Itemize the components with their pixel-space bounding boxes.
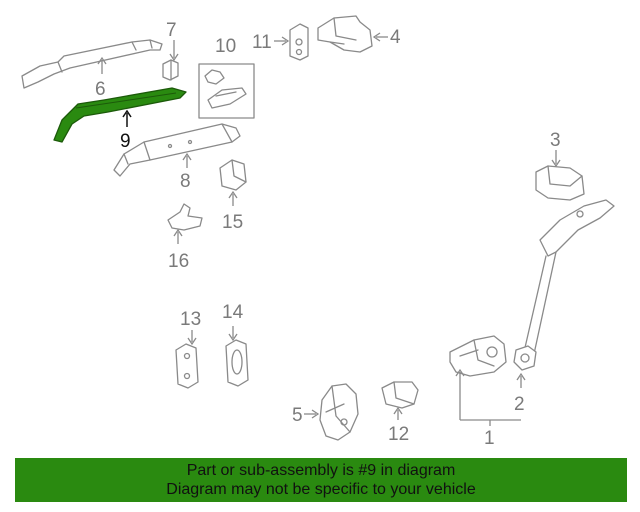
part-16-bracket (167, 203, 203, 244)
callout-12: 12 (388, 424, 409, 445)
part-6-rail (21, 39, 163, 89)
part-14-plate (225, 326, 249, 387)
part-1-motor (449, 335, 521, 426)
banner-line-2: Diagram may not be specific to your vehi… (166, 481, 476, 498)
info-banner: Part or sub-assembly is #9 in diagram Di… (15, 458, 627, 502)
part-3-hinge (535, 150, 585, 201)
parts-diagram: 6 7 9 10 11 4 (21, 15, 615, 449)
callout-11: 11 (252, 32, 272, 53)
callout-8: 8 (180, 171, 191, 192)
callout-7: 7 (166, 20, 177, 41)
banner-line-1: Part or sub-assembly is #9 in diagram (186, 462, 456, 479)
part-7-block (162, 40, 179, 81)
callout-15: 15 (222, 212, 243, 233)
callout-16: 16 (168, 251, 189, 272)
callout-6: 6 (95, 79, 106, 100)
part-12-striker (381, 381, 419, 420)
callout-13: 13 (180, 309, 201, 330)
part-2-door-check (513, 199, 615, 388)
callout-10: 10 (215, 36, 236, 57)
callout-2: 2 (514, 394, 525, 415)
part-10-clip-kit (198, 63, 255, 119)
callout-14: 14 (222, 302, 244, 323)
callout-3: 3 (550, 130, 561, 151)
part-8-rail (113, 123, 241, 177)
part-4-bracket (317, 15, 388, 53)
callout-1: 1 (484, 428, 495, 449)
callout-5: 5 (292, 405, 303, 426)
part-5-latch (304, 383, 359, 441)
part-11-bracket (274, 23, 309, 61)
part-15-bracket (219, 159, 247, 206)
part-13-plate (175, 330, 199, 389)
part-9-rail-highlighted (53, 87, 187, 143)
callout-4: 4 (390, 27, 401, 48)
callout-9: 9 (120, 131, 131, 152)
